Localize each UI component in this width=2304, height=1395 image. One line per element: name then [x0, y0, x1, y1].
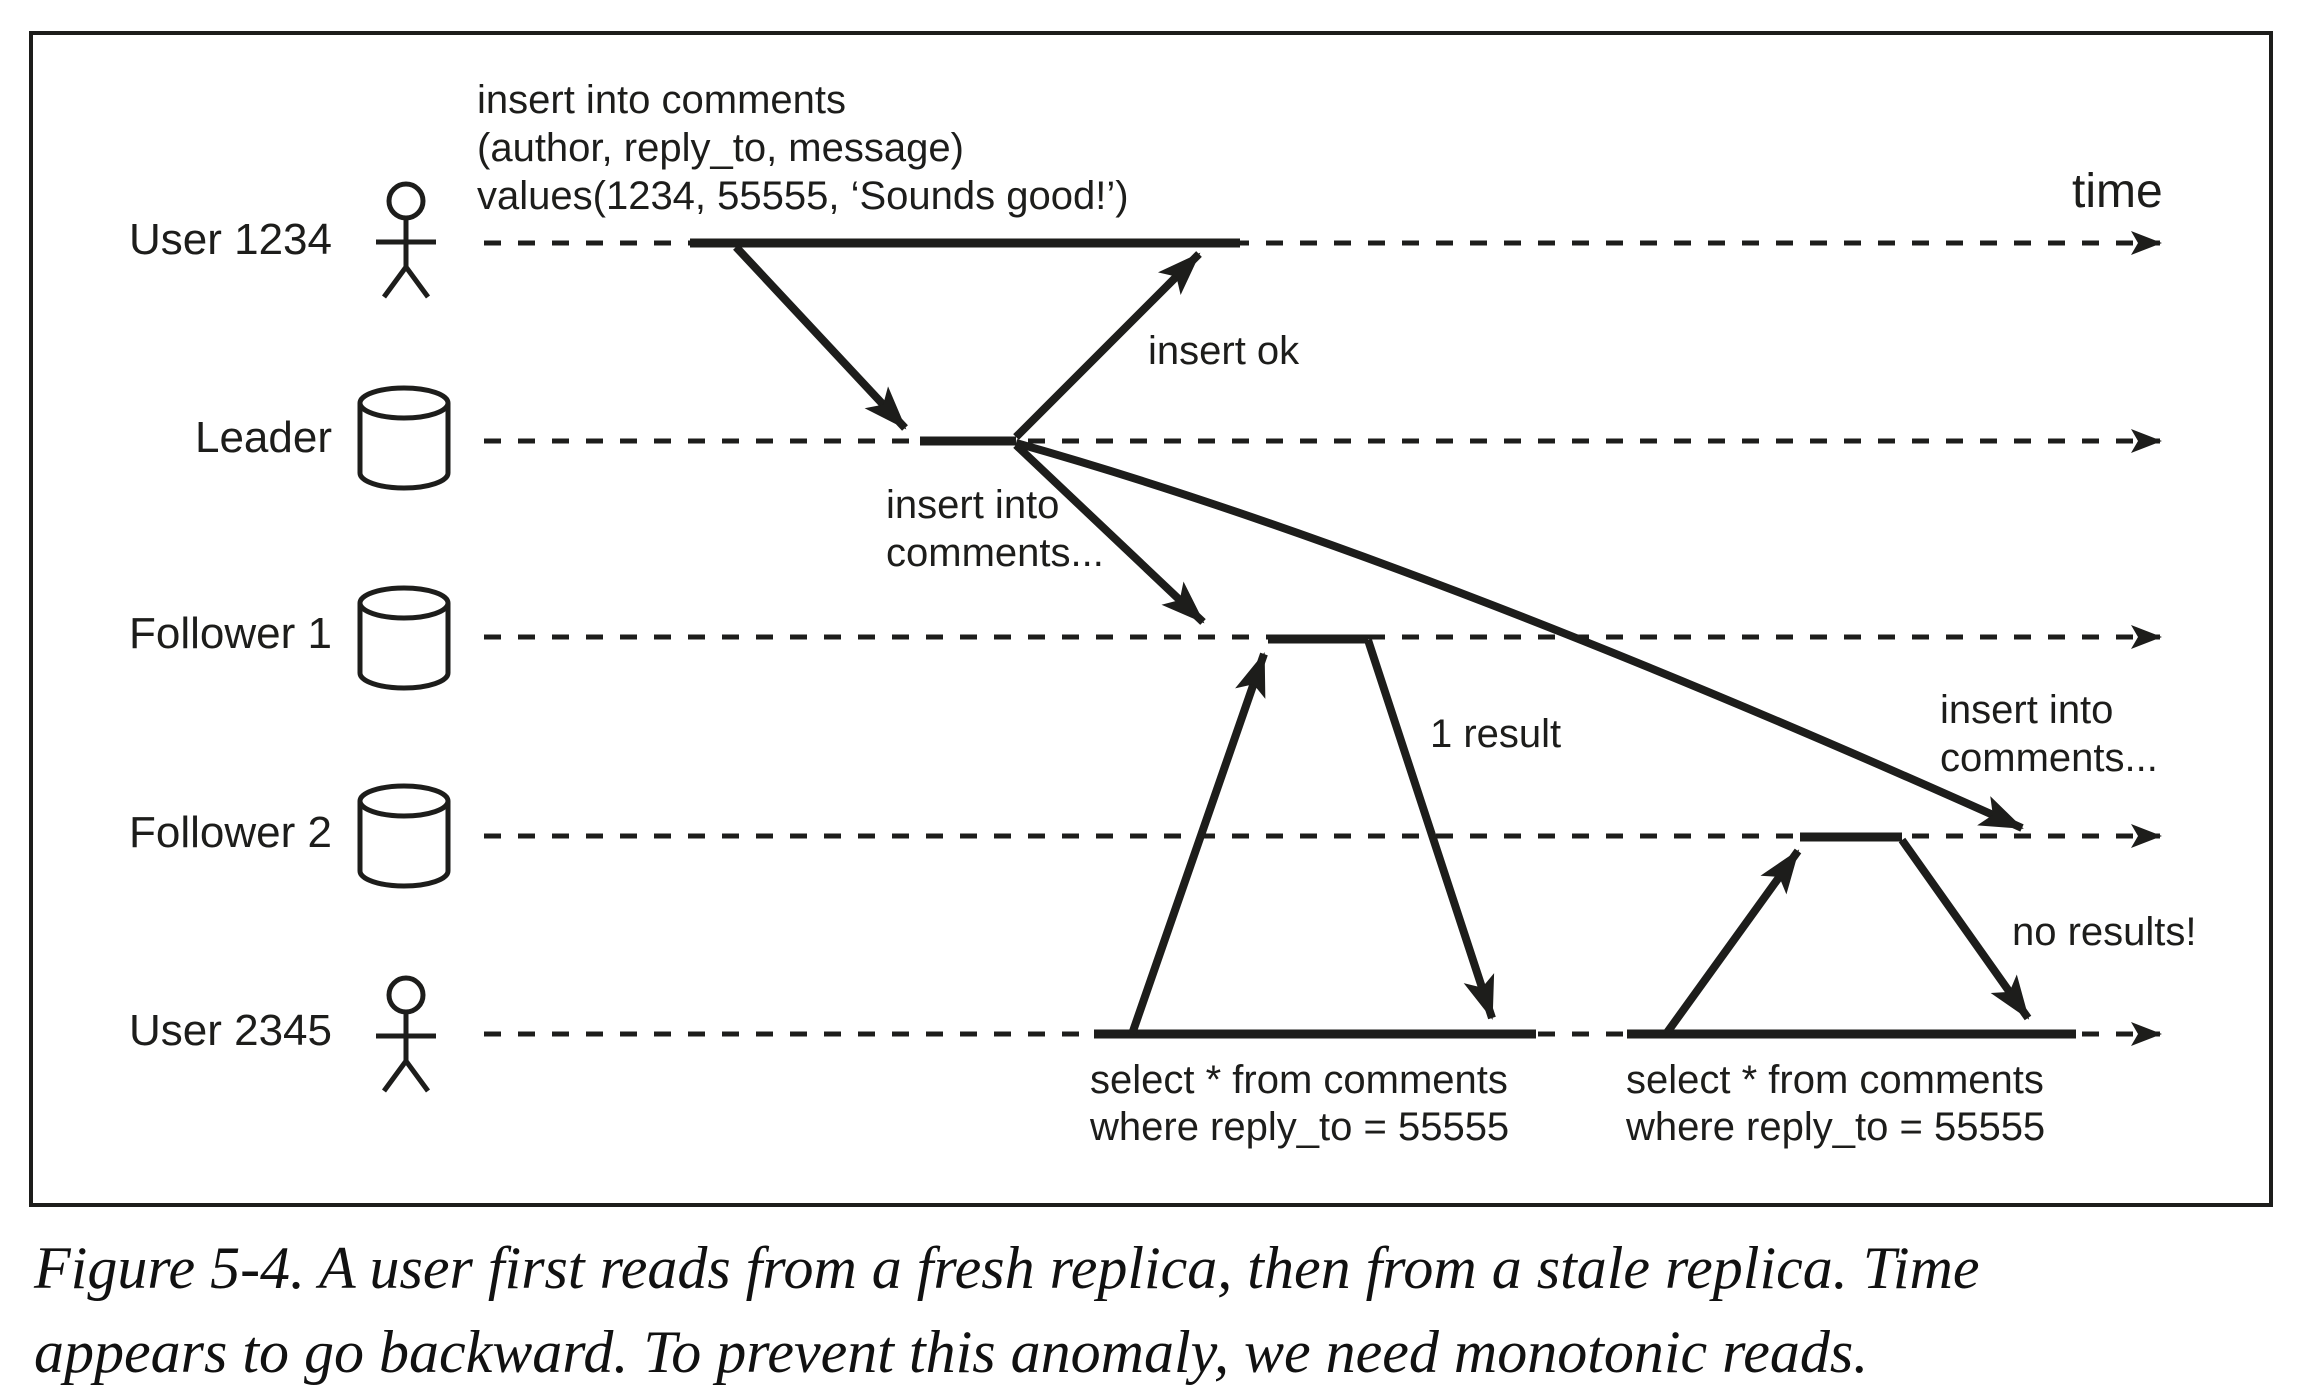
- arrow-query-follower-1: [1128, 652, 1268, 1036]
- person-icon: [376, 181, 436, 299]
- replicate-2-line-2: comments...: [1940, 736, 2158, 780]
- replicate-2-line-1: insert into: [1940, 688, 2114, 732]
- replicate-1-line-2: comments...: [886, 531, 1104, 575]
- arrow-replicate-follower-2: [1014, 439, 2024, 832]
- arrow-replicate-follower-1: [1013, 442, 1206, 625]
- caption-line-1: Figure 5-4. A user first reads from a fr…: [34, 1235, 1980, 1301]
- arrow-insert-to-leader: [733, 244, 908, 431]
- database-icon: [357, 585, 451, 691]
- person-icon: [376, 975, 436, 1093]
- first-read-result-annotation: 1 result: [1430, 712, 1562, 756]
- select-query-2-line-2: where reply_to = 55555: [1626, 1105, 2046, 1149]
- caption-line-2: appears to go backward. To prevent this …: [34, 1319, 1869, 1385]
- insert-query-line-2: (author, reply_to, message): [477, 126, 964, 170]
- arrow-response-follower-2: [1898, 837, 2032, 1021]
- arrow-response-follower-1: [1364, 638, 1496, 1020]
- select-query-2-annotation: select * from comments where reply_to = …: [1626, 1057, 2045, 1151]
- database-icon: [357, 385, 451, 491]
- arrow-query-follower-2: [1662, 848, 1802, 1037]
- lane-label-user-1234: User 1234: [128, 215, 332, 264]
- replicate-follower-1-annotation: insert into comments...: [886, 481, 1104, 577]
- figure-caption: Figure 5-4. A user first reads from a fr…: [34, 1226, 2174, 1394]
- replicate-1-line-1: insert into: [886, 483, 1060, 527]
- message-arrows: [733, 244, 2032, 1037]
- insert-ok-annotation: insert ok: [1148, 329, 1300, 373]
- replicate-follower-2-annotation: insert into comments...: [1940, 686, 2158, 782]
- select-query-1-annotation: select * from comments where reply_to = …: [1090, 1057, 1509, 1151]
- insert-query-line-1: insert into comments: [477, 78, 847, 122]
- select-query-1-line-2: where reply_to = 55555: [1090, 1105, 1510, 1149]
- lane-label-follower-1: Follower 1: [129, 609, 332, 658]
- select-query-1-line-1: select * from comments: [1090, 1058, 1508, 1102]
- insert-query-line-3: values(1234, 55555, ‘Sounds good!’): [477, 174, 1129, 218]
- lane-label-follower-2: Follower 2: [129, 808, 332, 857]
- select-query-2-line-1: select * from comments: [1626, 1058, 2044, 1102]
- lane-label-leader: Leader: [194, 413, 332, 462]
- actor-icons: [357, 181, 451, 1093]
- lane-label-user-2345: User 2345: [128, 1006, 332, 1055]
- arrow-insert-ok: [1013, 251, 1202, 440]
- database-icon: [357, 783, 451, 889]
- time-axis-label: time: [2072, 165, 2163, 218]
- insert-query-annotation: insert into comments (author, reply_to, …: [477, 76, 1129, 220]
- figure-border: [29, 31, 2273, 1207]
- second-read-result-annotation: no results!: [2012, 910, 2197, 954]
- activity-segments: [690, 238, 2076, 1039]
